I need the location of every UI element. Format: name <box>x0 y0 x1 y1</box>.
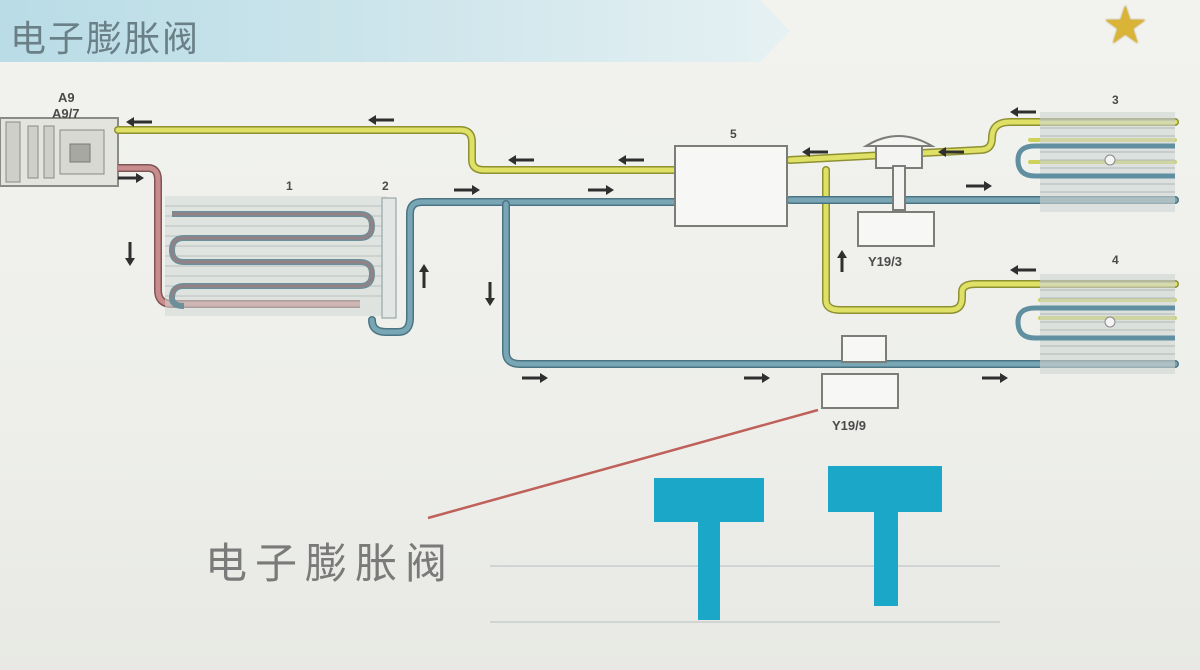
label-1: 1 <box>286 179 293 193</box>
valve-symbol-left <box>654 478 764 620</box>
expansion-valve-y19-3 <box>857 135 936 247</box>
label-y19-3: Y19/3 <box>868 254 902 269</box>
page-title: 电子膨胀阀 <box>10 19 201 60</box>
evaporator-front <box>1015 112 1175 212</box>
label-y19-9: Y19/9 <box>832 418 866 433</box>
condenser <box>165 196 387 316</box>
expansion-valve-y19-9 <box>821 335 899 409</box>
label-2: 2 <box>382 179 389 193</box>
title-banner <box>0 0 790 62</box>
valve-symbol-right <box>828 466 942 606</box>
evaporator-rear <box>1015 274 1175 374</box>
label-3: 3 <box>1112 93 1119 107</box>
label-4: 4 <box>1112 253 1119 267</box>
callout-label: 电子膨胀阀 <box>205 539 456 588</box>
star-icon: ★ <box>1102 0 1149 56</box>
compressor <box>0 117 119 187</box>
label-a9-7: A9/7 <box>52 106 79 121</box>
label-a9: A9 <box>58 90 75 105</box>
label-5: 5 <box>730 127 737 141</box>
receiver-drier <box>381 197 397 319</box>
callout-line <box>427 408 819 520</box>
component-5-box <box>674 145 788 227</box>
flow-arrows <box>118 107 1036 383</box>
guide-lines <box>490 565 1000 623</box>
